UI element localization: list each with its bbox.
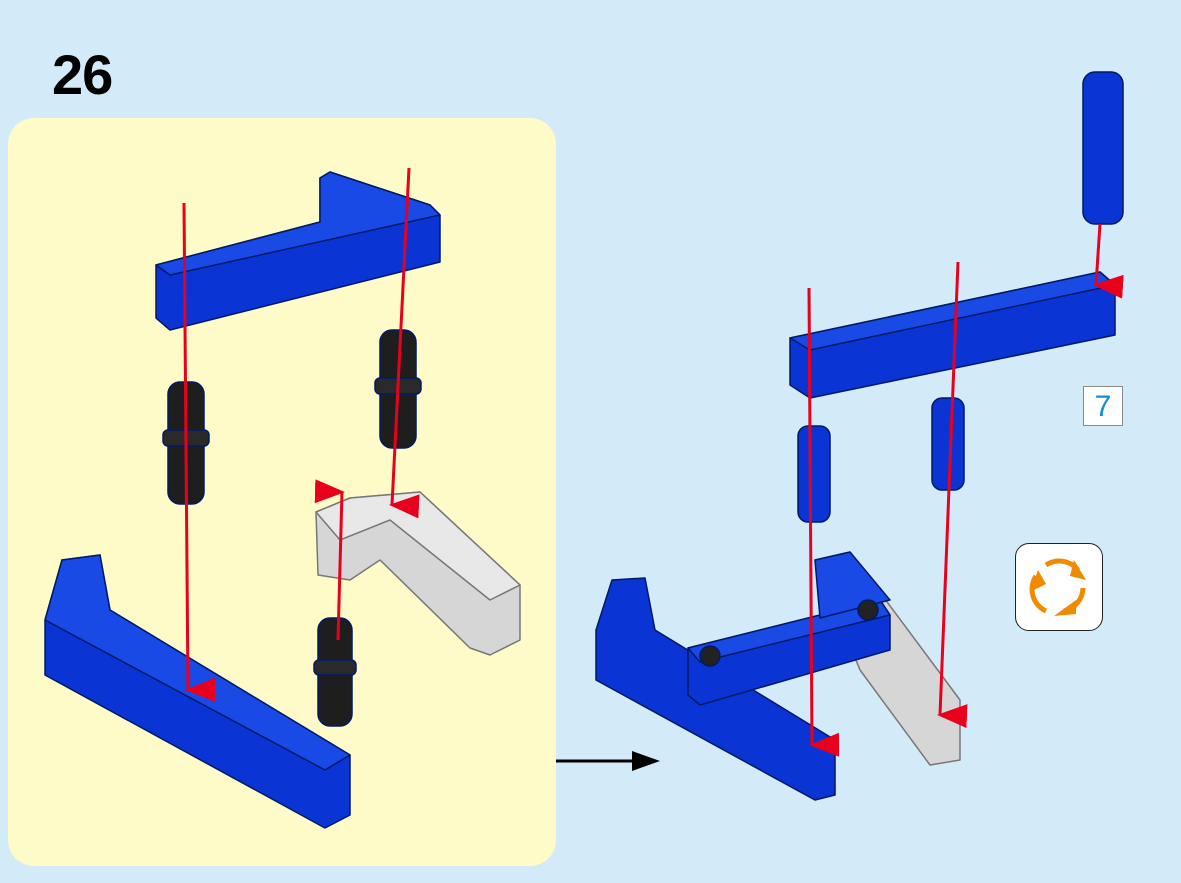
guide-arrow [182,202,216,702]
guide-arrow [937,261,968,729]
guide-arrow [807,287,840,757]
step-number: 26 [52,43,113,106]
blue-pin-left [797,425,831,523]
blue-l-beam-top [155,171,441,331]
black-pin-right-bottom [313,617,357,727]
next-arrow-icon [556,751,660,771]
rotate-model-icon [1015,543,1103,631]
assembled-base [595,551,961,801]
blue-pin-top [1082,71,1124,225]
part-quantity-callout: 7 [1083,386,1123,426]
guide-arrow [314,479,345,641]
guide-arrow [389,167,420,519]
blue-l-beam-bottom [44,554,351,829]
guide-arrows [182,167,1124,757]
guide-arrow [1093,223,1124,299]
blue-beam-7-long [789,271,1116,399]
